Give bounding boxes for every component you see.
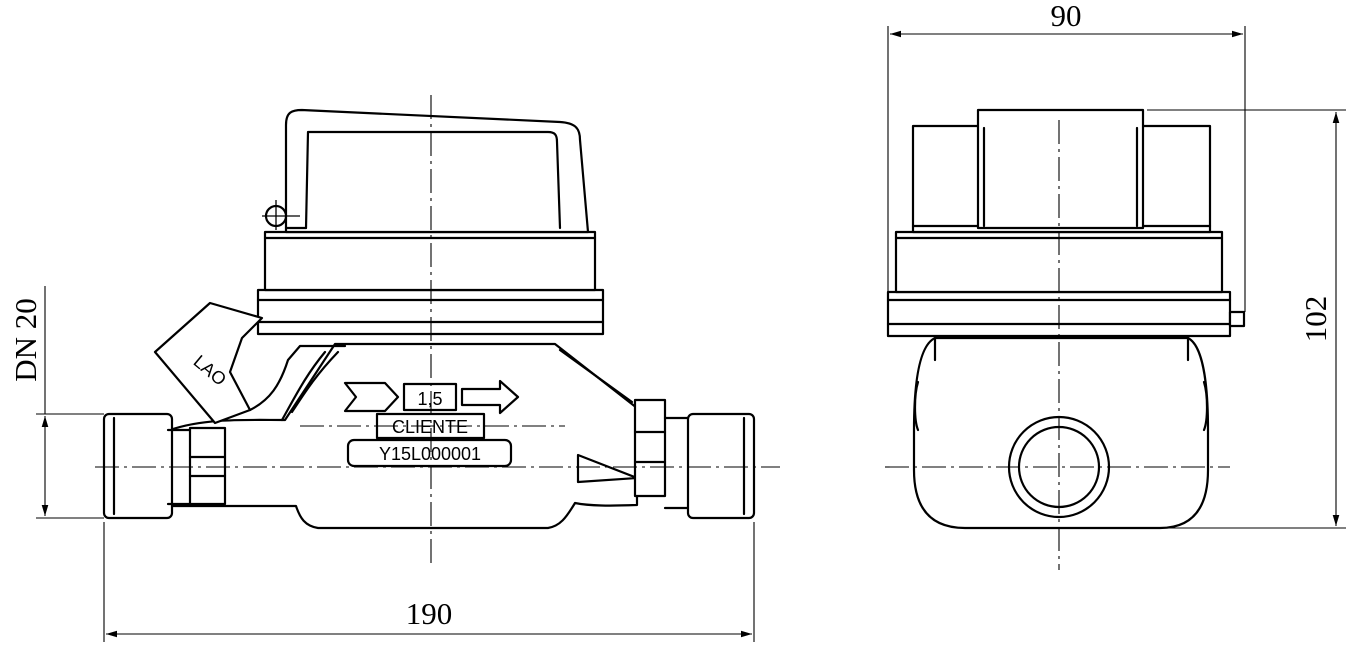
serial-number: Y15L000001 xyxy=(379,444,481,464)
meter-body xyxy=(168,342,639,530)
end-view xyxy=(885,108,1246,570)
flow-arrow-out xyxy=(460,379,520,415)
dimension-width: 90 xyxy=(887,0,1246,312)
flow-arrow-in xyxy=(343,381,400,413)
serial-box xyxy=(346,438,513,468)
flow-rate: 1,5 xyxy=(417,389,442,409)
left-nut xyxy=(188,426,227,506)
right-nut xyxy=(633,398,667,498)
client-mark: CLIENTE xyxy=(392,417,468,437)
flow-box xyxy=(402,382,458,412)
side-view: LAO 1,5 CLIENTE Y15L000001 xyxy=(95,95,780,565)
register-lid xyxy=(284,108,590,234)
right-connector xyxy=(686,412,756,520)
length-label: 190 xyxy=(406,596,453,631)
seal-tab xyxy=(153,301,264,425)
left-connector xyxy=(102,412,174,520)
dimension-height: 102 xyxy=(1147,109,1346,529)
register-ring xyxy=(263,230,597,292)
dimension-diameter: DN 20 xyxy=(8,286,104,519)
width-label: 90 xyxy=(1051,0,1082,33)
end-cap xyxy=(976,108,1145,230)
height-label: 102 xyxy=(1298,296,1333,343)
dimension-length: 190 xyxy=(103,522,755,642)
diameter-label: DN 20 xyxy=(8,298,43,382)
